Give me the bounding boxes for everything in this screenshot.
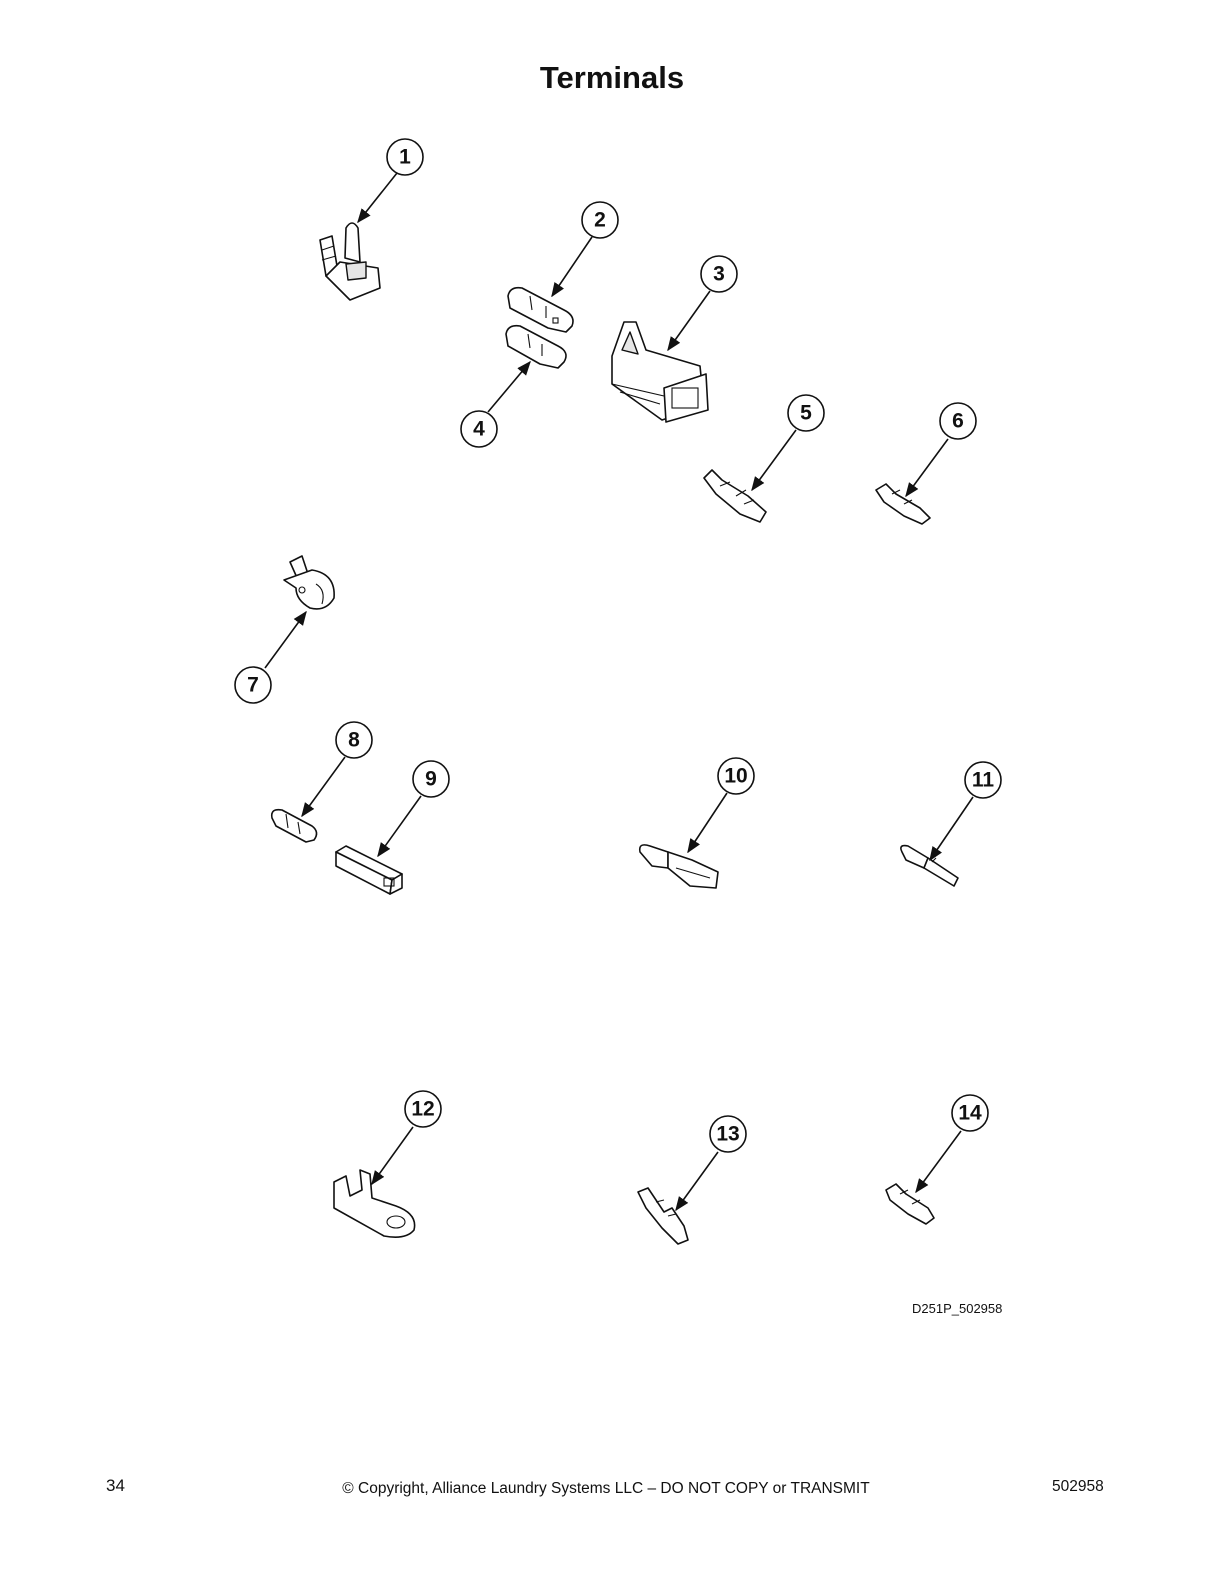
drawing-id: D251P_502958 [912,1301,1003,1316]
part-1-drawing [319,222,381,301]
part-12-drawing [333,1169,416,1238]
callout-9: 9 [412,760,450,798]
part-10-drawing [638,844,719,889]
part-3-drawing [611,321,709,423]
callout-14: 14 [951,1094,989,1132]
callout-10: 10 [717,757,755,795]
part-8-drawing [270,808,318,843]
part-2-drawing [507,286,574,333]
callout-13: 13 [709,1115,747,1153]
callout-2-label: 2 [594,209,606,232]
callout-7: 7 [234,666,272,704]
callout-4-label: 4 [473,418,485,441]
callout-6: 6 [939,402,977,440]
callout-1-label: 1 [399,146,411,169]
callout-5-label: 5 [800,402,812,425]
callout-13-label: 13 [716,1123,739,1146]
callout-12-label: 12 [411,1098,434,1121]
callout-1: 1 [386,138,424,176]
callout-5: 5 [787,394,825,432]
callout-14-label: 14 [958,1102,982,1125]
document-number: 502958 [1052,1478,1104,1495]
callout-4: 4 [460,410,498,448]
part-6-drawing [875,483,931,525]
callout-10-label: 10 [724,765,747,788]
part-4-drawing [505,324,567,369]
part-14-drawing [885,1183,935,1225]
leader-lines [264,172,974,1212]
callout-3-label: 3 [713,263,725,286]
callout-8-label: 8 [348,729,360,752]
part-5-drawing [703,469,767,523]
part-11-drawing [900,844,959,887]
callout-12: 12 [404,1090,442,1128]
callout-2: 2 [581,201,619,239]
page-number: 34 [106,1476,125,1495]
page-title: Terminals [539,60,685,95]
callout-11: 11 [964,761,1002,799]
callout-7-label: 7 [247,674,259,697]
callout-6-label: 6 [952,410,964,433]
callout-11-label: 11 [972,769,995,792]
part-13-drawing [637,1187,689,1245]
part-9-drawing [335,845,403,895]
callout-3: 3 [700,255,738,293]
copyright-notice: © Copyright, Alliance Laundry Systems LL… [342,1480,870,1497]
callout-9-label: 9 [425,768,437,791]
callout-8: 8 [335,721,373,759]
part-7-drawing [283,555,335,610]
